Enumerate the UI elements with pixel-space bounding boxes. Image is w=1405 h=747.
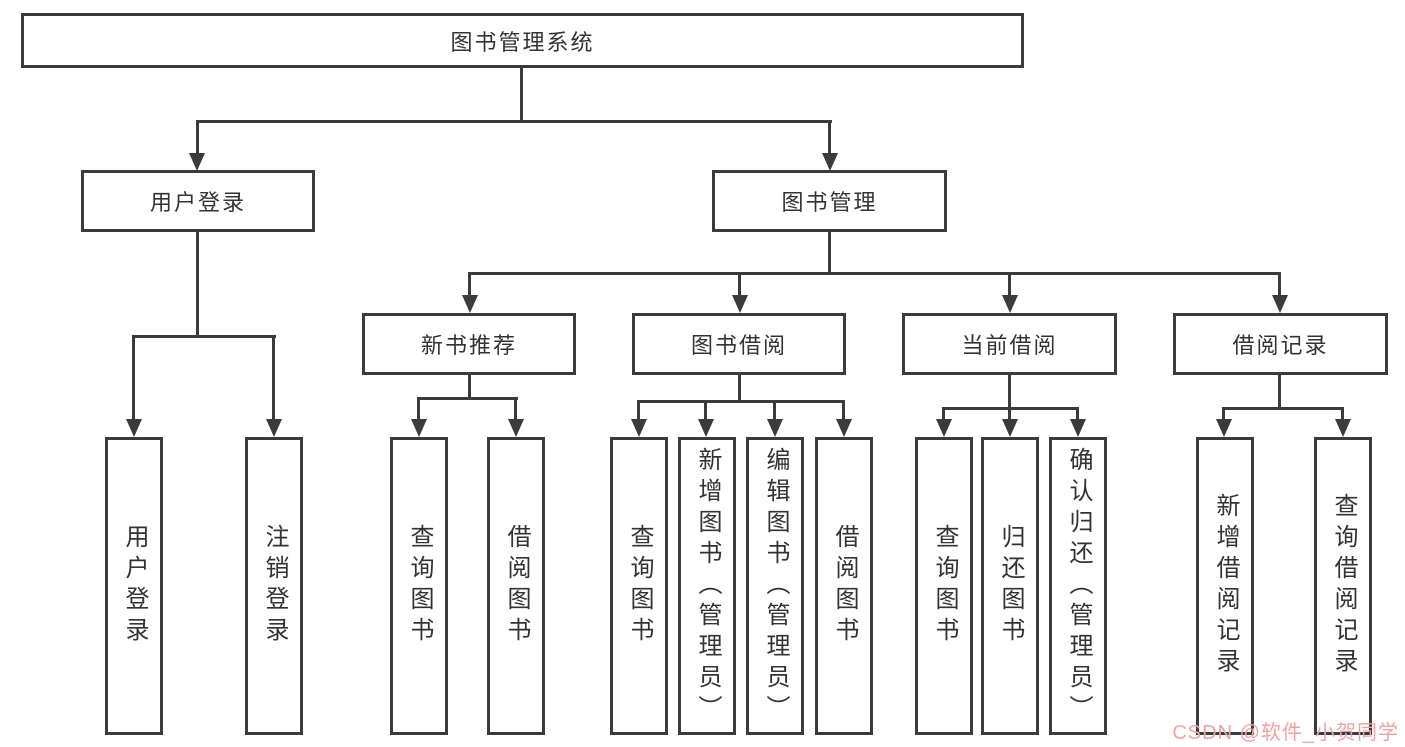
arrowhead-down-icon <box>631 419 647 437</box>
node-book-mgmt: 图书管理 <box>712 170 947 232</box>
arrowhead-down-icon <box>411 419 427 437</box>
connector-borrow-records-stem <box>1278 375 1281 409</box>
node-root: 图书管理系统 <box>21 13 1024 68</box>
connector-new-books-bar <box>417 397 518 400</box>
connector-to-leaf-logout <box>272 335 275 421</box>
connector-to-leaf-nb-borrow <box>514 397 517 421</box>
leaf-label: 新增借阅记录 <box>1212 493 1239 679</box>
leaf-label: 用户登录 <box>121 524 148 648</box>
connector-root-stem <box>520 68 523 122</box>
arrowhead-down-icon <box>936 419 952 437</box>
connector-book-borrow-stem <box>738 375 741 402</box>
connector-user-login-stem <box>196 232 199 337</box>
node-user-login: 用户登录 <box>81 170 315 232</box>
node-leaf-bb-borrow: 借阅图书 <box>815 437 873 735</box>
node-leaf-cb-return: 归还图书 <box>981 437 1039 735</box>
arrowhead-down-icon <box>189 153 205 171</box>
connector-to-leaf-nb-query <box>417 397 420 421</box>
csdn-watermark: CSDN @软件_小贺同学 <box>1172 722 1399 744</box>
connector-to-leaf-cb-return <box>1008 407 1011 421</box>
connector-current-borrow-stem <box>1008 375 1011 409</box>
arrowhead-down-icon <box>732 295 748 313</box>
arrowhead-down-icon <box>1002 419 1018 437</box>
leaf-label: 编辑图书（管理员） <box>762 446 789 726</box>
connector-to-leaf-user-login <box>132 335 135 421</box>
node-leaf-cb-query: 查询图书 <box>915 437 973 735</box>
connector-to-leaf-bb-query <box>637 400 640 421</box>
leaf-label: 查询图书 <box>406 524 433 648</box>
leaf-label: 注销登录 <box>261 524 288 648</box>
node-leaf-bb-query: 查询图书 <box>610 437 668 735</box>
arrowhead-down-icon <box>1335 419 1351 437</box>
leaf-label: 借阅图书 <box>831 524 858 648</box>
connector-to-leaf-cb-confirm <box>1076 407 1079 421</box>
node-leaf-nb-borrow: 借阅图书 <box>487 437 545 735</box>
connector-book-mgmt-stem <box>828 232 831 274</box>
connector-to-book-mgmt <box>828 120 831 155</box>
connector-to-user-login <box>196 120 199 155</box>
connector-to-borrow-records <box>1278 272 1281 297</box>
node-new-books: 新书推荐 <box>362 313 576 375</box>
node-leaf-logout: 注销登录 <box>245 437 303 735</box>
node-leaf-nb-query: 查询图书 <box>390 437 448 735</box>
connector-to-leaf-bb-add <box>704 400 707 421</box>
arrowhead-down-icon <box>767 419 783 437</box>
node-leaf-br-add: 新增借阅记录 <box>1196 437 1254 735</box>
node-leaf-br-query: 查询借阅记录 <box>1314 437 1372 735</box>
connector-to-book-borrow <box>738 272 741 297</box>
connector-borrow-records-bar <box>1222 407 1344 410</box>
arrowhead-down-icon <box>836 419 852 437</box>
leaf-label: 确认归还（管理员） <box>1065 446 1092 726</box>
connector-new-books-stem <box>468 375 471 399</box>
arrowhead-down-icon <box>698 419 714 437</box>
node-current-borrow: 当前借阅 <box>902 313 1117 375</box>
arrowhead-down-icon <box>462 295 478 313</box>
node-leaf-user-login: 用户登录 <box>105 437 163 735</box>
node-book-borrow: 图书借阅 <box>632 313 846 375</box>
node-leaf-cb-confirm: 确认归还（管理员） <box>1049 437 1107 735</box>
connector-to-leaf-bb-edit <box>773 400 776 421</box>
leaf-label: 新增图书（管理员） <box>694 446 721 726</box>
arrowhead-down-icon <box>1002 295 1018 313</box>
arrowhead-down-icon <box>508 419 524 437</box>
node-borrow-records: 借阅记录 <box>1173 313 1388 375</box>
connector-to-leaf-bb-borrow <box>842 400 845 421</box>
node-leaf-bb-edit: 编辑图书（管理员） <box>746 437 804 735</box>
connector-to-leaf-br-query <box>1341 407 1344 421</box>
leaf-label: 查询图书 <box>626 524 653 648</box>
connector-to-leaf-br-add <box>1222 407 1225 421</box>
node-leaf-bb-add: 新增图书（管理员） <box>678 437 736 735</box>
leaf-label: 查询图书 <box>931 524 958 648</box>
connector-to-leaf-cb-query <box>942 407 945 421</box>
arrowhead-down-icon <box>1272 295 1288 313</box>
connector-user-login-bar <box>133 335 276 338</box>
arrowhead-down-icon <box>1216 419 1232 437</box>
connector-to-current-borrow <box>1008 272 1011 297</box>
connector-to-new-books <box>468 272 471 297</box>
leaf-label: 归还图书 <box>997 524 1024 648</box>
arrowhead-down-icon <box>822 153 838 171</box>
arrowhead-down-icon <box>1070 419 1086 437</box>
connector-root-bar <box>196 120 832 123</box>
leaf-label: 借阅图书 <box>503 524 530 648</box>
connector-book-mgmt-bar <box>468 272 1281 275</box>
leaf-label: 查询借阅记录 <box>1330 493 1357 679</box>
arrowhead-down-icon <box>126 419 142 437</box>
connector-book-borrow-bar <box>637 400 845 403</box>
arrowhead-down-icon <box>266 419 282 437</box>
